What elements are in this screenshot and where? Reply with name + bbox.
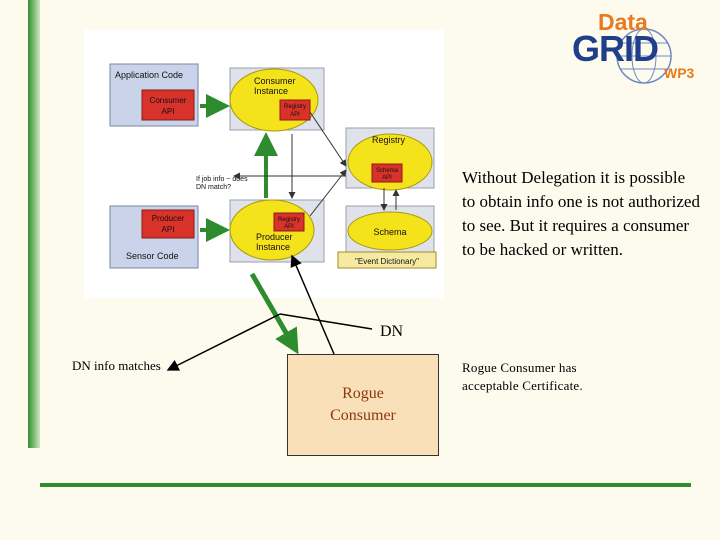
svg-text:Instance: Instance <box>254 86 288 96</box>
event-dictionary-box <box>337 251 437 269</box>
consumer-api-box <box>141 89 195 121</box>
bottom-divider <box>40 483 691 487</box>
svg-text:API: API <box>382 175 392 181</box>
rogue-consumer-box: Rogue Consumer <box>287 354 439 456</box>
svg-text:Registry: Registry <box>278 217 300 223</box>
svg-text:DN match?: DN match? <box>196 184 231 191</box>
svg-text:API: API <box>290 112 300 118</box>
schema-api-box <box>371 163 403 183</box>
registry-ellipse <box>347 133 433 191</box>
registry-api-box-2 <box>273 212 305 232</box>
svg-text:Schema: Schema <box>376 168 399 174</box>
dn-info-label: DN info matches <box>72 358 161 373</box>
dn-question-text: If job info ~ does <box>196 176 248 183</box>
svg-text:Consumer: Consumer <box>150 96 187 105</box>
rogue-consumer-line1: Rogue <box>342 385 384 402</box>
logo-grid-word: GRID <box>572 28 658 69</box>
svg-text:Producer: Producer <box>256 232 293 242</box>
data-flow-arrow <box>249 272 299 355</box>
svg-text:Consumer: Consumer <box>254 76 296 86</box>
architecture-diagram: Application Code Consumer API Consumer I… <box>84 30 444 298</box>
left-accent-bar <box>28 0 40 448</box>
logo-wp3-badge: WP3 <box>664 65 695 81</box>
sensor-code-label: Sensor Code <box>126 251 179 261</box>
svg-text:"Event Dictionary": "Event Dictionary" <box>355 257 419 266</box>
schema-ellipse <box>347 211 433 251</box>
rogue-consumer-note: Rogue Consumer has acceptable Certificat… <box>462 360 583 393</box>
dn-label: DN <box>380 323 404 340</box>
svg-text:Schema: Schema <box>373 227 406 237</box>
datagrid-logo: Data GRID WP3 <box>572 9 695 84</box>
delegation-explanation: Without Delegation it is possible to obt… <box>462 168 700 259</box>
registry-api-box <box>279 99 311 121</box>
application-code-label: Application Code <box>115 70 183 80</box>
svg-text:Registry: Registry <box>284 104 306 110</box>
producer-api-box <box>141 209 195 239</box>
svg-text:Registry: Registry <box>372 135 406 145</box>
svg-text:Instance: Instance <box>256 242 290 252</box>
query-arrow <box>290 254 335 355</box>
svg-text:API: API <box>284 224 294 230</box>
svg-text:API: API <box>162 107 175 116</box>
dn-pointer-arrow <box>166 313 281 371</box>
rogue-consumer-line2: Consumer <box>330 407 396 424</box>
svg-text:API: API <box>162 225 175 234</box>
logo-data-word: Data <box>598 9 648 35</box>
svg-text:Producer: Producer <box>152 214 185 223</box>
